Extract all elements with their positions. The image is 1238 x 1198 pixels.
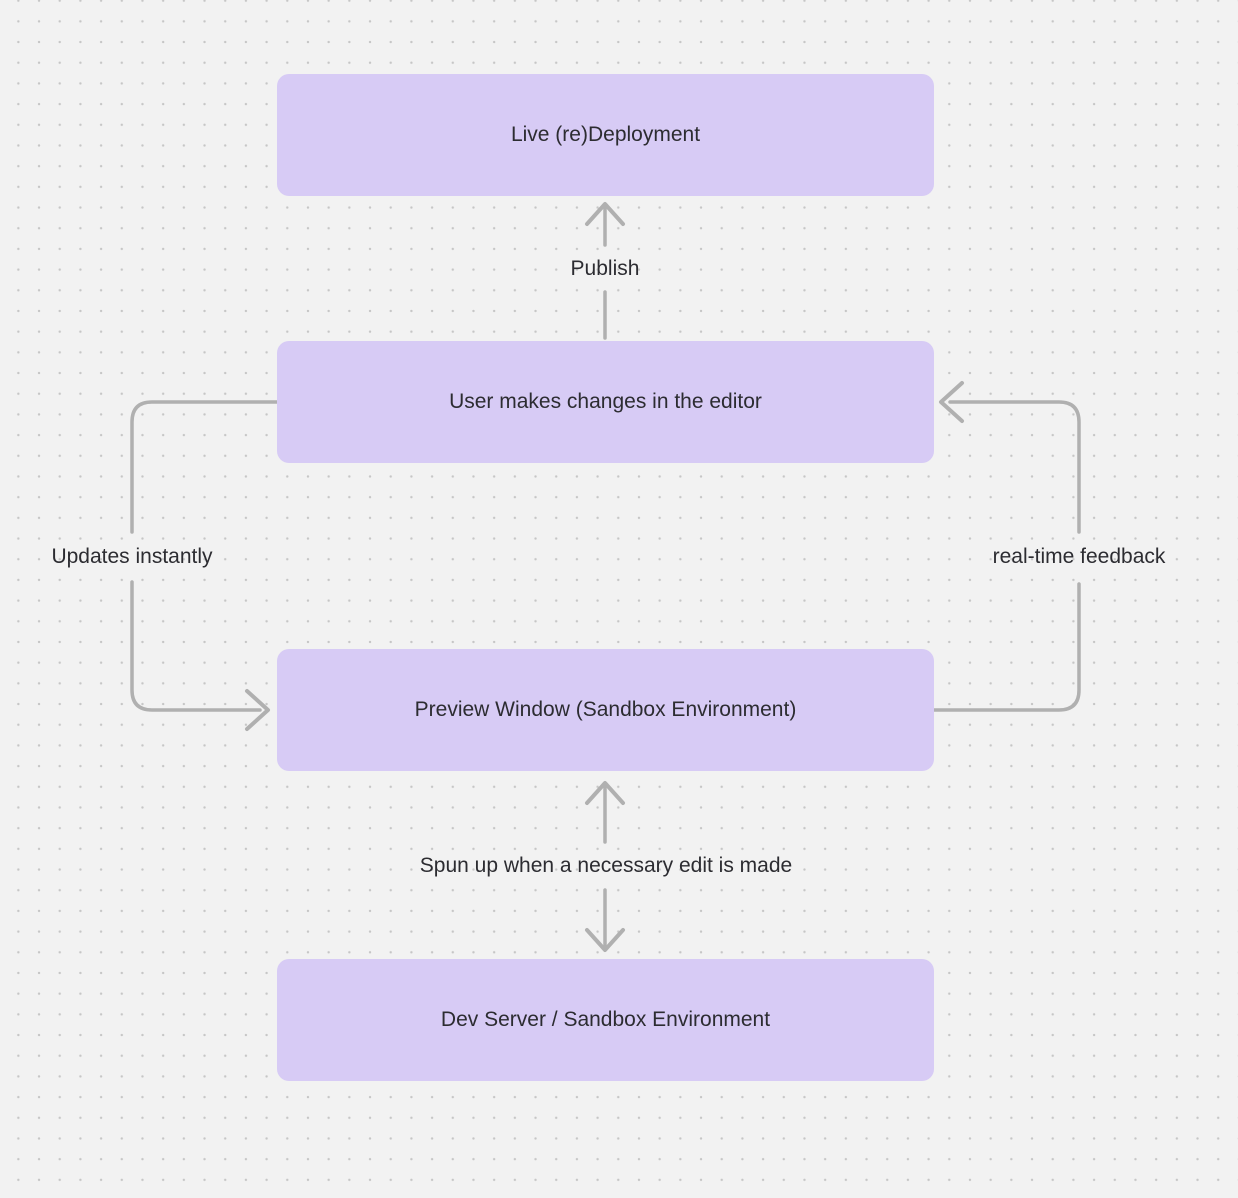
- node-live-redeployment: Live (re)Deployment: [277, 74, 934, 196]
- arrowhead-spunup-down-icon: [585, 928, 625, 952]
- node-user-editor-label: User makes changes in the editor: [449, 390, 762, 413]
- arrow-feedback-upper: [948, 400, 1081, 534]
- arrowhead-spunup-up-icon: [585, 781, 625, 805]
- node-dev-server-label: Dev Server / Sandbox Environment: [440, 1008, 771, 1031]
- arrowhead-publish-up-icon: [585, 202, 625, 226]
- edge-label-updates-instantly: Updates instantly: [51, 545, 213, 568]
- arrow-updates-lower: [130, 580, 262, 712]
- arrow-feedback-lower: [932, 582, 1081, 712]
- arrow-updates-upper: [130, 400, 279, 534]
- edge-label-spun-up: Spun up when a necessary edit is made: [419, 854, 793, 877]
- node-preview-window: Preview Window (Sandbox Environment): [277, 649, 934, 771]
- node-live-redeployment-label: Live (re)Deployment: [510, 123, 701, 146]
- arrowhead-feedback-left-icon: [939, 381, 964, 423]
- node-preview-window-label: Preview Window (Sandbox Environment): [414, 698, 797, 721]
- node-dev-server: Dev Server / Sandbox Environment: [277, 959, 934, 1081]
- node-user-editor: User makes changes in the editor: [277, 341, 934, 463]
- edge-label-publish: Publish: [570, 257, 640, 280]
- edge-label-real-time-feedback: real-time feedback: [992, 545, 1166, 568]
- arrowhead-updates-right-icon: [245, 689, 270, 731]
